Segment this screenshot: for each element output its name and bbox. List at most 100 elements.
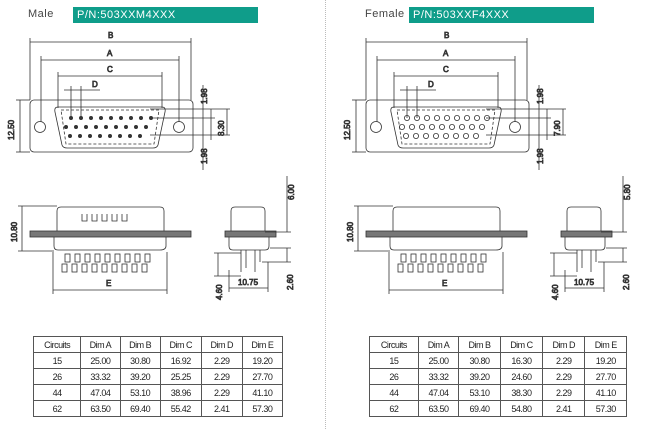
solder-pin [104, 253, 111, 263]
contact-pin [434, 115, 441, 122]
table-cell: 2.29 [542, 384, 586, 401]
contact-pin [453, 132, 460, 139]
contact-pin [472, 132, 479, 139]
contact-pin [124, 125, 129, 130]
dim-b-label: B [108, 31, 113, 40]
solder-pin [447, 263, 454, 273]
solder-pin [417, 263, 424, 273]
table-cell: 2.29 [200, 368, 243, 385]
contact-pin [109, 116, 114, 121]
contact-pin [429, 124, 436, 131]
table-cell: 15 [369, 352, 419, 369]
solder-pin [470, 253, 477, 263]
dim-a-label: A [443, 49, 449, 58]
table-cell: 19.20 [241, 352, 284, 369]
solder-pin [134, 253, 141, 263]
dim-pin-len-label: 4.60 [551, 284, 560, 300]
contact-mark [81, 214, 88, 222]
table-cell: 47.04 [417, 384, 460, 401]
table-cell: 33.32 [417, 368, 460, 385]
gender-label: Female [365, 8, 405, 20]
contact-pin [473, 115, 480, 122]
table-cell: 38.96 [159, 384, 202, 401]
dim-c-label: C [107, 65, 113, 74]
contact-pin [84, 125, 89, 130]
table-cell: 15 [32, 352, 82, 369]
table-cell: 38.30 [499, 384, 544, 401]
end-view: 5.80 4.60 2.60 10.75 [550, 176, 632, 300]
table-cell: 41.10 [584, 384, 627, 401]
contact-pin [478, 124, 485, 131]
contact-pin [89, 116, 94, 121]
table-cell: 53.10 [119, 384, 161, 401]
contact-pin [444, 115, 451, 122]
side-view: E 10.80 [10, 205, 192, 294]
contact-pin [449, 124, 456, 131]
contact-pin [424, 115, 431, 122]
table-cell: 54.80 [499, 400, 544, 417]
solder-pin [400, 253, 407, 263]
table-cell: 25.25 [159, 368, 202, 385]
mount-hole-left [370, 121, 382, 133]
table-cell: 26 [369, 368, 419, 385]
dim-bottom-gap-label: 1.98 [200, 148, 209, 164]
contact-pin [133, 125, 138, 130]
table-header-row: Circuits Dim A Dim B Dim C Dim D Dim E [32, 336, 284, 353]
dim-side-height-label: 10.80 [346, 221, 355, 242]
table-cell: 2.41 [200, 400, 243, 417]
shell-inner [396, 109, 496, 145]
shell-inner [60, 109, 160, 145]
contact-pin [413, 132, 420, 139]
table-cell: 27.70 [241, 368, 284, 385]
table-header: Dim A [417, 336, 460, 353]
table-cell: 16.30 [499, 352, 544, 369]
contact-pin [433, 132, 440, 139]
dim-top-ext-label: 6.00 [287, 184, 296, 200]
side-shell [392, 206, 501, 232]
contact-pin [143, 125, 148, 130]
contact-pin [64, 125, 69, 130]
dim-side-height-label: 10.80 [10, 221, 19, 242]
table-header: Dim C [499, 336, 544, 353]
flange-outline [29, 99, 194, 153]
table-cell: 2.29 [200, 352, 243, 369]
connector-drawing: B A C D 12.50 1.98 1.98 8.30 [7, 31, 297, 301]
table-cell: 25.00 [80, 352, 121, 369]
contact-pin [463, 132, 470, 139]
dim-top-ext-label: 5.80 [623, 184, 632, 200]
side-shell [56, 206, 165, 232]
contact-mark [111, 214, 118, 222]
solder-pin [460, 253, 467, 263]
solder-pin [61, 263, 68, 273]
table-cell: 2.29 [542, 352, 586, 369]
contact-pin [127, 133, 132, 138]
table-header: Dim C [159, 336, 202, 353]
solder-pin [84, 253, 91, 263]
contact-pin [468, 124, 475, 131]
table-cell: 41.10 [241, 384, 284, 401]
side-view: E 10.80 [346, 205, 528, 294]
solder-pin [440, 253, 447, 263]
solder-pin [91, 263, 98, 273]
solder-pin [410, 253, 417, 263]
dim-depth-label: 10.75 [574, 278, 595, 287]
dim-tail-label: 2.60 [622, 274, 631, 290]
connector-drawing: B A C D 12.50 1.98 1.98 7.90 [343, 31, 633, 301]
contact-pin [409, 124, 416, 131]
dim-e-label: E [106, 279, 111, 288]
part-number-banner: P/N:503XXM4XXX [73, 7, 258, 23]
contact-pin [137, 133, 142, 138]
mount-hole-right [173, 121, 185, 133]
dim-a-label: A [107, 49, 113, 58]
contact-pin [403, 132, 410, 139]
table-header: Dim E [584, 336, 627, 353]
dim-top-gap-label: 1.98 [200, 88, 209, 104]
table-cell: 16.92 [159, 352, 202, 369]
front-view: B A C D 12.50 1.98 1.98 8.30 [7, 31, 230, 170]
table-cell: 69.40 [458, 400, 501, 417]
contact-mark [101, 214, 108, 222]
